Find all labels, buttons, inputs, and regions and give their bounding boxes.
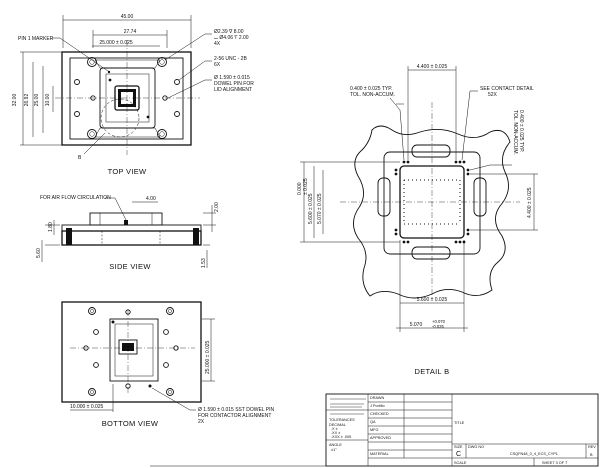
- tb-decimal-3: .XXX ± .005: [331, 435, 351, 439]
- side-dim-bottom-right: 1.53: [201, 258, 207, 268]
- detail-dim-bottom-minus: -0.025: [432, 324, 445, 329]
- side-dim-left-2: 5.60: [36, 248, 42, 258]
- tb-decimal-1: .X ±: [331, 427, 338, 431]
- bottom-callout-purpose: FOR CONTACTOR ALIGNMENT: [198, 413, 271, 419]
- tb-drawn-label: DRAWN: [370, 396, 384, 400]
- callout-thread-spec: 2-56 UNC - 2B: [214, 56, 247, 62]
- tb-rev-value: B: [590, 453, 593, 457]
- detail-contact-qty: 52X: [488, 92, 498, 98]
- tb-decimal-label: DECIMAL: [329, 423, 346, 427]
- detail-dim-right: 4.400 ± 0.025: [527, 187, 533, 218]
- top-dim-width-inner: 27.74: [124, 29, 137, 35]
- side-dim-top: 4.00: [146, 196, 156, 202]
- tb-size-label: SIZE: [454, 445, 463, 449]
- tb-dwg-value: CSQFN48_0_4_ECS_CYP1: [510, 452, 558, 456]
- top-dim-width-center: 25.000 ± 0.025: [99, 40, 133, 46]
- detail-b-marker: B: [78, 155, 82, 161]
- tb-scale-label: SCALE: [454, 461, 467, 465]
- tb-qa-label: QA: [370, 420, 376, 424]
- title-block: TOLERANCES DECIMAL .X ± .XX ± .XXX ± .00…: [150, 393, 599, 467]
- tb-mfg-label: MFG: [370, 428, 378, 432]
- tb-angle-label: ANGLE: [329, 443, 342, 447]
- top-dim-height-3: 10.00: [45, 94, 51, 107]
- pin1-marker-label: PIN 1 MARKER: [18, 36, 54, 42]
- detail-dim-left-inner: 5.070 ± 0.025: [317, 193, 323, 224]
- top-view-label: TOP VIEW: [108, 167, 147, 176]
- detail-dim-bottom-plus: +0.070: [432, 319, 446, 324]
- tb-drawn-value: J Portillo: [370, 404, 385, 408]
- bottom-view-label: BOTTOM VIEW: [102, 419, 159, 428]
- detail-dim-bottom-inner: 5.070: [410, 322, 423, 328]
- tb-decimal-2: .XX ±: [331, 431, 340, 435]
- detail-pitch-tolerance: TOL. NON-ACCUM.: [350, 92, 395, 98]
- tb-material-label: MATERIAL: [370, 452, 389, 456]
- top-view: 45.00 27.74 25.000 ± 0.025 32.00 26.92 2…: [12, 14, 254, 176]
- bottom-callout-qty: 2X: [198, 419, 205, 425]
- detail-dim-top: 4.400 ± 0.025: [417, 64, 448, 70]
- callout-dowel-diameter: Ø 1.590 ± 0.015: [214, 75, 250, 81]
- top-dim-width-overall: 45.00: [121, 14, 134, 20]
- detail-dim-left-zero-tol: ± 0.025: [303, 178, 309, 195]
- bottom-callout-dowel: Ø 1.590 ± 0.015 SST DOWEL PIN: [198, 407, 275, 413]
- detail-b-view: 4.400 ± 0.025 0.400 ± 0.025 TYP. TOL. NO…: [297, 64, 538, 376]
- top-dim-height-1: 26.92: [24, 94, 30, 107]
- detail-contacts: [394, 160, 470, 244]
- detail-dim-left-zero: 0.000: [297, 182, 303, 195]
- tb-angle-value: ±1°: [331, 448, 337, 452]
- tb-rev-label: REV: [588, 445, 596, 449]
- callout-hole-counterbore: ⌴ Ø4.06 ∇ 2.00: [214, 35, 249, 41]
- bottom-view: 25.000 ± 0.025 10.000 ± 0.025 Ø 1.590 ± …: [61, 301, 275, 428]
- detail-right-pitch: 0.400 ± 0.025 TYP.: [518, 110, 524, 152]
- callout-thread-qty: 6X: [214, 62, 221, 68]
- top-dim-height-overall: 32.00: [12, 94, 18, 107]
- tb-approved-label: APPROVED: [370, 436, 391, 440]
- top-dim-height-2: 25.00: [34, 94, 40, 107]
- bottom-dim-height: 25.000 ± 0.025: [205, 340, 211, 374]
- tb-dwg-label: DWG NO: [468, 445, 484, 449]
- callout-dowel-alignment: LID ALIGNMENT: [214, 87, 252, 93]
- side-view: FOR AIR FLOW CIRCULATION 4.00 2.00 1.53 …: [36, 195, 220, 271]
- detail-dim-left-outer: 5.600 ± 0.025: [308, 193, 314, 224]
- tb-sheet-value: SHEET 3 OF 7: [542, 461, 567, 465]
- detail-b-label: DETAIL B: [415, 367, 450, 376]
- callout-dowel-purpose: DOWEL PIN FOR: [214, 81, 254, 87]
- tb-size-value: C: [456, 451, 461, 458]
- tb-title-label: TITLE: [454, 421, 465, 425]
- tb-tolerances-label: TOLERANCES: [329, 418, 355, 422]
- detail-pitch-value: 0.400 ± 0.025 TYP.: [350, 86, 392, 92]
- side-dim-left-1: 1.80: [48, 222, 54, 232]
- tb-checked-label: CHECKED: [370, 412, 389, 416]
- side-view-label: SIDE VIEW: [109, 262, 151, 271]
- detail-dim-bottom-outer: 5.600 ± 0.025: [417, 297, 448, 303]
- callout-hole-qty: 4X: [214, 41, 221, 47]
- side-dim-right: 2.00: [214, 202, 220, 212]
- bottom-dim-offset: 10.000 ± 0.025: [70, 404, 104, 410]
- detail-right-tolerance: TOL. NON-ACCUM.: [512, 110, 518, 155]
- callout-hole-depth: Ø2.39 ∇ 8.00: [214, 29, 244, 35]
- detail-contact-note: SEE CONTACT DETAIL: [480, 86, 534, 92]
- airflow-label: FOR AIR FLOW CIRCULATION: [40, 195, 111, 201]
